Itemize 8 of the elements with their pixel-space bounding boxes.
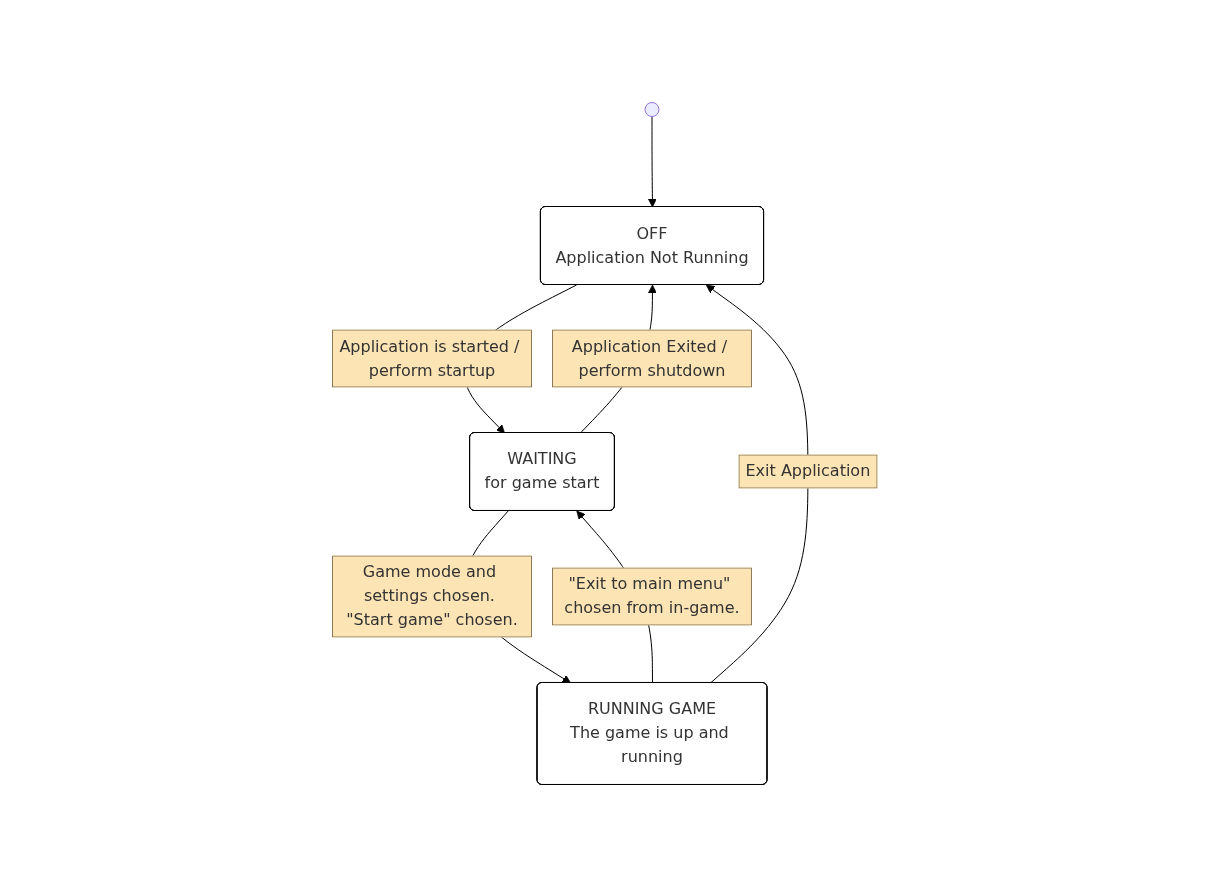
arrow [706, 284, 809, 684]
arrow [648, 116, 658, 208]
edge-label: Application is started / perform startup [339, 336, 520, 380]
edge-label: Application Exited / perform shutdown [572, 336, 728, 380]
node-circle [644, 102, 660, 117]
edge-label: "Exit to main menu" chosen from in-game. [564, 574, 740, 618]
edge-label: Game mode and settings chosen. "Start game" chosen. [346, 562, 519, 630]
edge-label: Exit Application [745, 461, 871, 481]
